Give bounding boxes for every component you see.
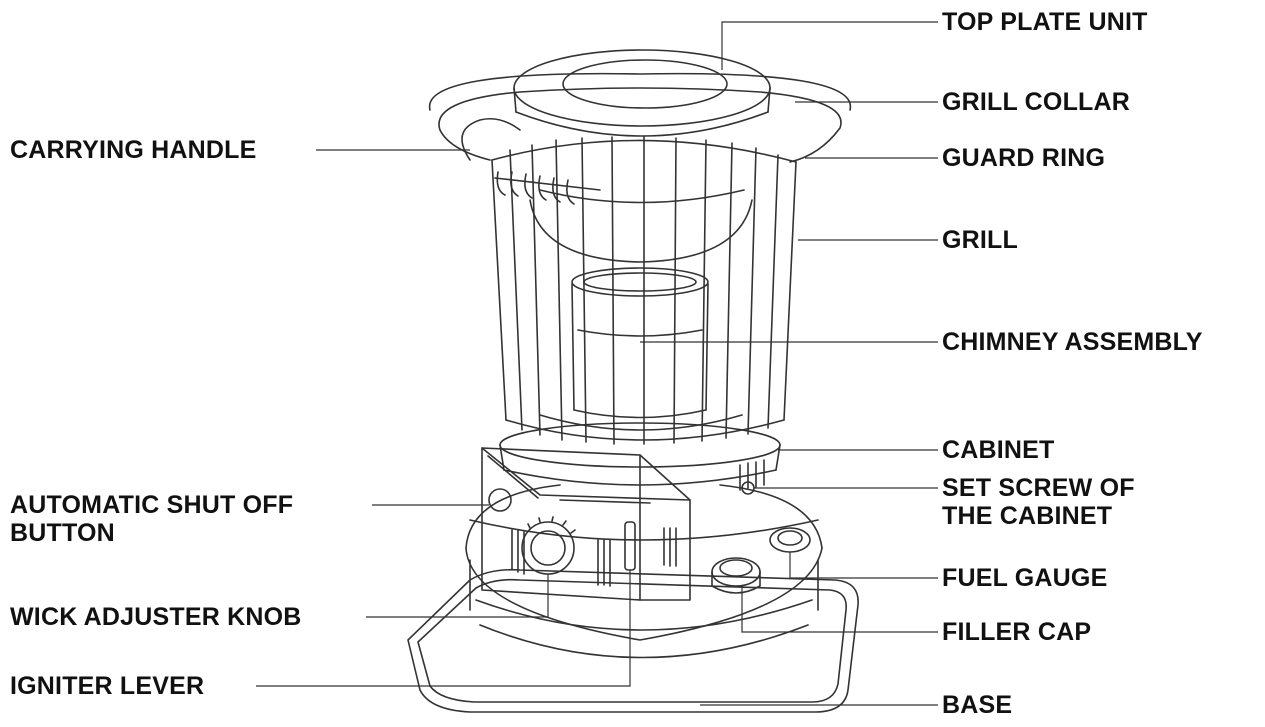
chimney-top [571,267,709,297]
label-guard-ring: GUARD RING [942,144,1106,172]
base-tray-inner [417,578,847,703]
leader-lines [256,21,938,706]
chimney-body [571,283,709,411]
base-tray [407,568,859,713]
label-top-plate-unit: TOP PLATE UNIT [942,8,1148,36]
label-set-screw: SET SCREW OF THE CABINET [942,474,1135,530]
auto-shutoff-button-shape [488,488,512,512]
label-auto-shutoff: AUTOMATIC SHUT OFF BUTTON [10,491,293,547]
label-auto-shutoff-line1: AUTOMATIC SHUT OFF [10,491,294,519]
label-set-screw-line2: THE CABINET [942,502,1113,530]
top-plate-side [513,87,771,113]
label-chimney-assembly: CHIMNEY ASSEMBLY [942,328,1203,356]
wick-knob-shape [521,521,575,575]
label-base: BASE [942,691,1013,719]
label-cabinet: CABINET [942,436,1055,464]
igniter-lever-shape [624,521,636,571]
leader-top-plate [721,21,938,70]
leader-filler-cap [741,586,938,633]
label-igniter-lever: IGNITER LEVER [10,672,205,700]
leader-wick-knob [366,574,549,618]
label-set-screw-line1: SET SCREW OF [942,474,1135,502]
label-fuel-gauge: FUEL GAUGE [942,564,1108,592]
base-body [465,547,823,641]
label-grill-collar: GRILL COLLAR [942,88,1131,116]
label-carrying-handle: CARRYING HANDLE [10,136,257,164]
label-grill: GRILL [942,226,1018,254]
carrying-handle [461,117,521,161]
leader-igniter [256,570,631,687]
filler-cap-shape [711,557,761,587]
label-filler-cap: FILLER CAP [942,618,1092,646]
guard-ring [438,87,842,163]
label-wick-adjuster-knob: WICK ADJUSTER KNOB [10,603,302,631]
label-auto-shutoff-line2: BUTTON [10,519,115,547]
leader-fuel-gauge [789,552,938,579]
